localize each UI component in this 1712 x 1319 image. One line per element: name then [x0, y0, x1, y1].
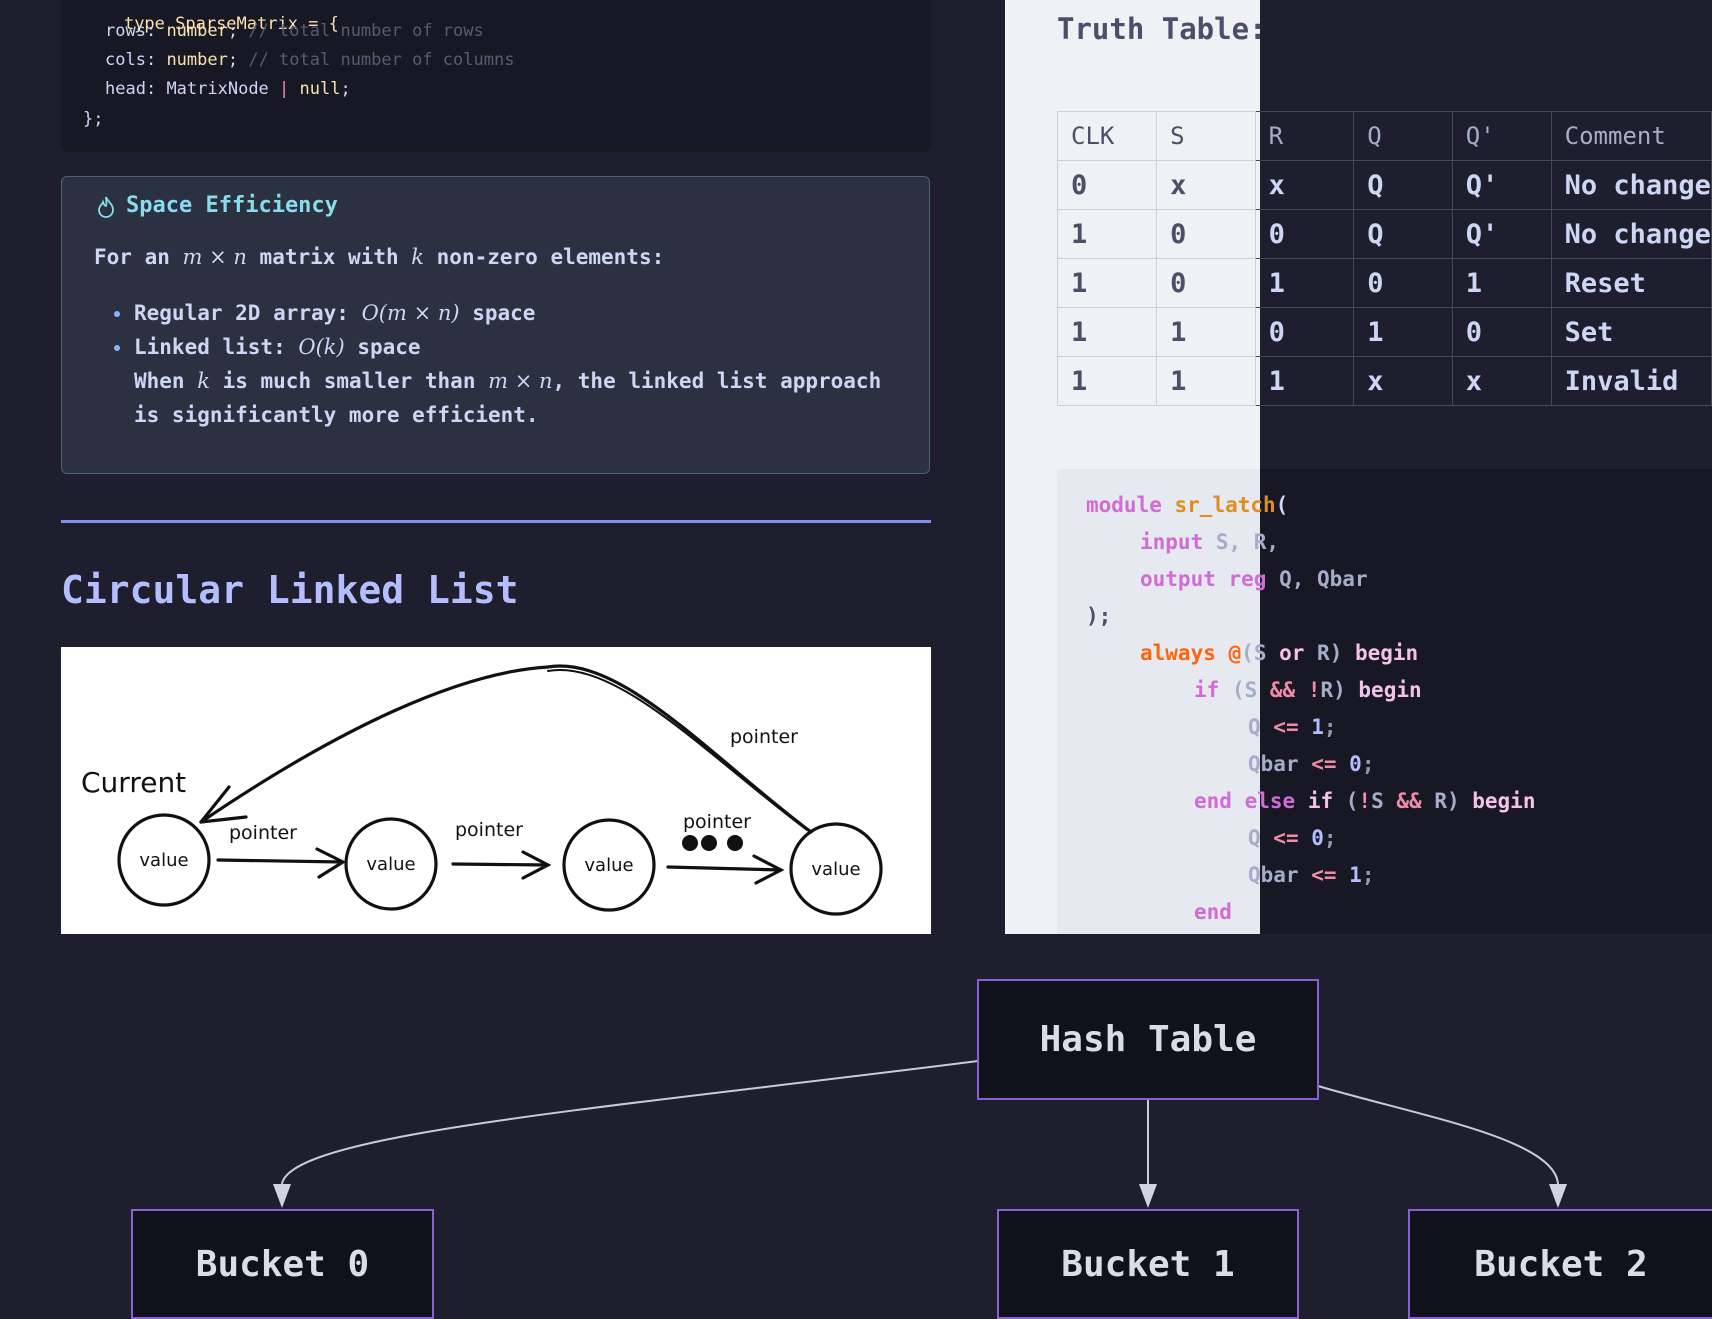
arrow-head-bucket-0 [273, 1184, 291, 1208]
verilog-line-end: end [1194, 900, 1232, 924]
verilog-line-close: ); [1086, 604, 1112, 628]
ellipsis-dot [701, 835, 717, 851]
bucket-0-node: Bucket 0 [131, 1209, 434, 1319]
verilog-code-bg-light [1057, 469, 1260, 934]
space-efficiency-callout: Space Efficiency For an m × n matrix wit… [61, 176, 930, 474]
verilog-line-q0: Q <= 0; [1248, 826, 1337, 850]
header-qbar: Q' [1451, 111, 1552, 161]
node-value-label: value [139, 850, 188, 871]
pointer-label: pointer [683, 811, 751, 833]
bucket-2-node: Bucket 2 [1408, 1209, 1712, 1319]
verilog-line-always: always @(S or R) begin [1140, 641, 1419, 665]
verilog-code-bg-dark [1260, 469, 1712, 934]
callout-title: Space Efficiency [126, 193, 338, 218]
edge-bucket-2 [1317, 1085, 1559, 1185]
node-value-label: value [811, 859, 860, 880]
bullet-continuation-2: is significantly more efficient. [134, 403, 539, 427]
verilog-line-q1: Q <= 1; [1248, 715, 1337, 739]
return-arrow-head [199, 785, 248, 824]
verilog-line-input: input S, R, [1140, 530, 1280, 554]
sparse-matrix-code-block: type SparseMatrix = { rows: number; // t… [61, 0, 931, 152]
ellipsis-dot [727, 835, 743, 851]
bullet-dot [114, 345, 120, 351]
section-divider [61, 520, 931, 523]
verilog-line-output: output reg Q, Qbar [1140, 567, 1368, 591]
list-node-1 [117, 813, 211, 907]
current-label: Current [81, 766, 186, 799]
callout-intro: For an m × n matrix with k non-zero elem… [94, 245, 665, 269]
code-line-type: type SparseMatrix = { [83, 0, 339, 54]
bullet-dot [114, 311, 120, 317]
arrow-head-bucket-1 [1139, 1184, 1157, 1208]
bucket-1-node: Bucket 1 [997, 1209, 1299, 1319]
verilog-line-qbar1: Qbar <= 1; [1248, 863, 1375, 887]
node-value-label: value [366, 854, 415, 875]
section-heading: Circular Linked List [61, 568, 519, 612]
circular-linked-list-diagram: Current pointer pointer pointer pointer … [61, 647, 931, 934]
verilog-line-module: module sr_latch( [1086, 493, 1289, 517]
header-clk: CLK [1056, 111, 1158, 161]
arrow-head-bucket-2 [1549, 1184, 1567, 1208]
bullet-regular-array: Regular 2D array: O(m × n) space [134, 301, 536, 325]
list-node-4 [789, 822, 883, 916]
flame-icon [98, 196, 114, 218]
header-comment: Comment [1550, 111, 1712, 161]
code-line-cols: cols: number; // total number of columns [105, 50, 515, 70]
bullet-linked-list: Linked list: O(k) space [134, 335, 421, 359]
verilog-line-if: if (S && !R) begin [1194, 678, 1422, 702]
hash-table-connectors [273, 1060, 1567, 1208]
header-q: Q [1353, 111, 1453, 161]
pointer-label: pointer [730, 726, 798, 748]
header-s: S [1156, 111, 1256, 161]
header-r: R [1254, 111, 1355, 161]
node-value-label: value [584, 855, 633, 876]
truth-table-header-row: CLK S R Q Q' Comment [1056, 111, 1712, 161]
verilog-line-else-if: end else if (!S && R) begin [1194, 789, 1536, 813]
code-line-close: }; [83, 109, 104, 129]
pointer-arrow-1 [216, 847, 347, 879]
list-node-2 [344, 817, 438, 911]
truth-table-title: Truth Table: [1057, 12, 1267, 46]
ellipsis-dot [682, 835, 698, 851]
list-node-3 [562, 818, 656, 912]
pointer-arrow-2 [451, 850, 552, 880]
code-line-rows: rows: number; // total number of rows [105, 21, 484, 41]
bullet-continuation-1: When k is much smaller than m × n, the l… [134, 369, 882, 393]
pointer-label: pointer [455, 819, 523, 841]
pointer-label: pointer [229, 822, 297, 844]
hash-table-node: Hash Table [977, 979, 1319, 1100]
code-type-decl: type SparseMatrix = { [123, 14, 339, 34]
edge-bucket-0 [281, 1060, 979, 1185]
verilog-line-qbar0: Qbar <= 0; [1248, 752, 1375, 776]
return-pointer-arc [199, 664, 813, 834]
pointer-arrow-3 [666, 854, 785, 885]
code-line-head: head: MatrixNode | null; [105, 79, 351, 99]
